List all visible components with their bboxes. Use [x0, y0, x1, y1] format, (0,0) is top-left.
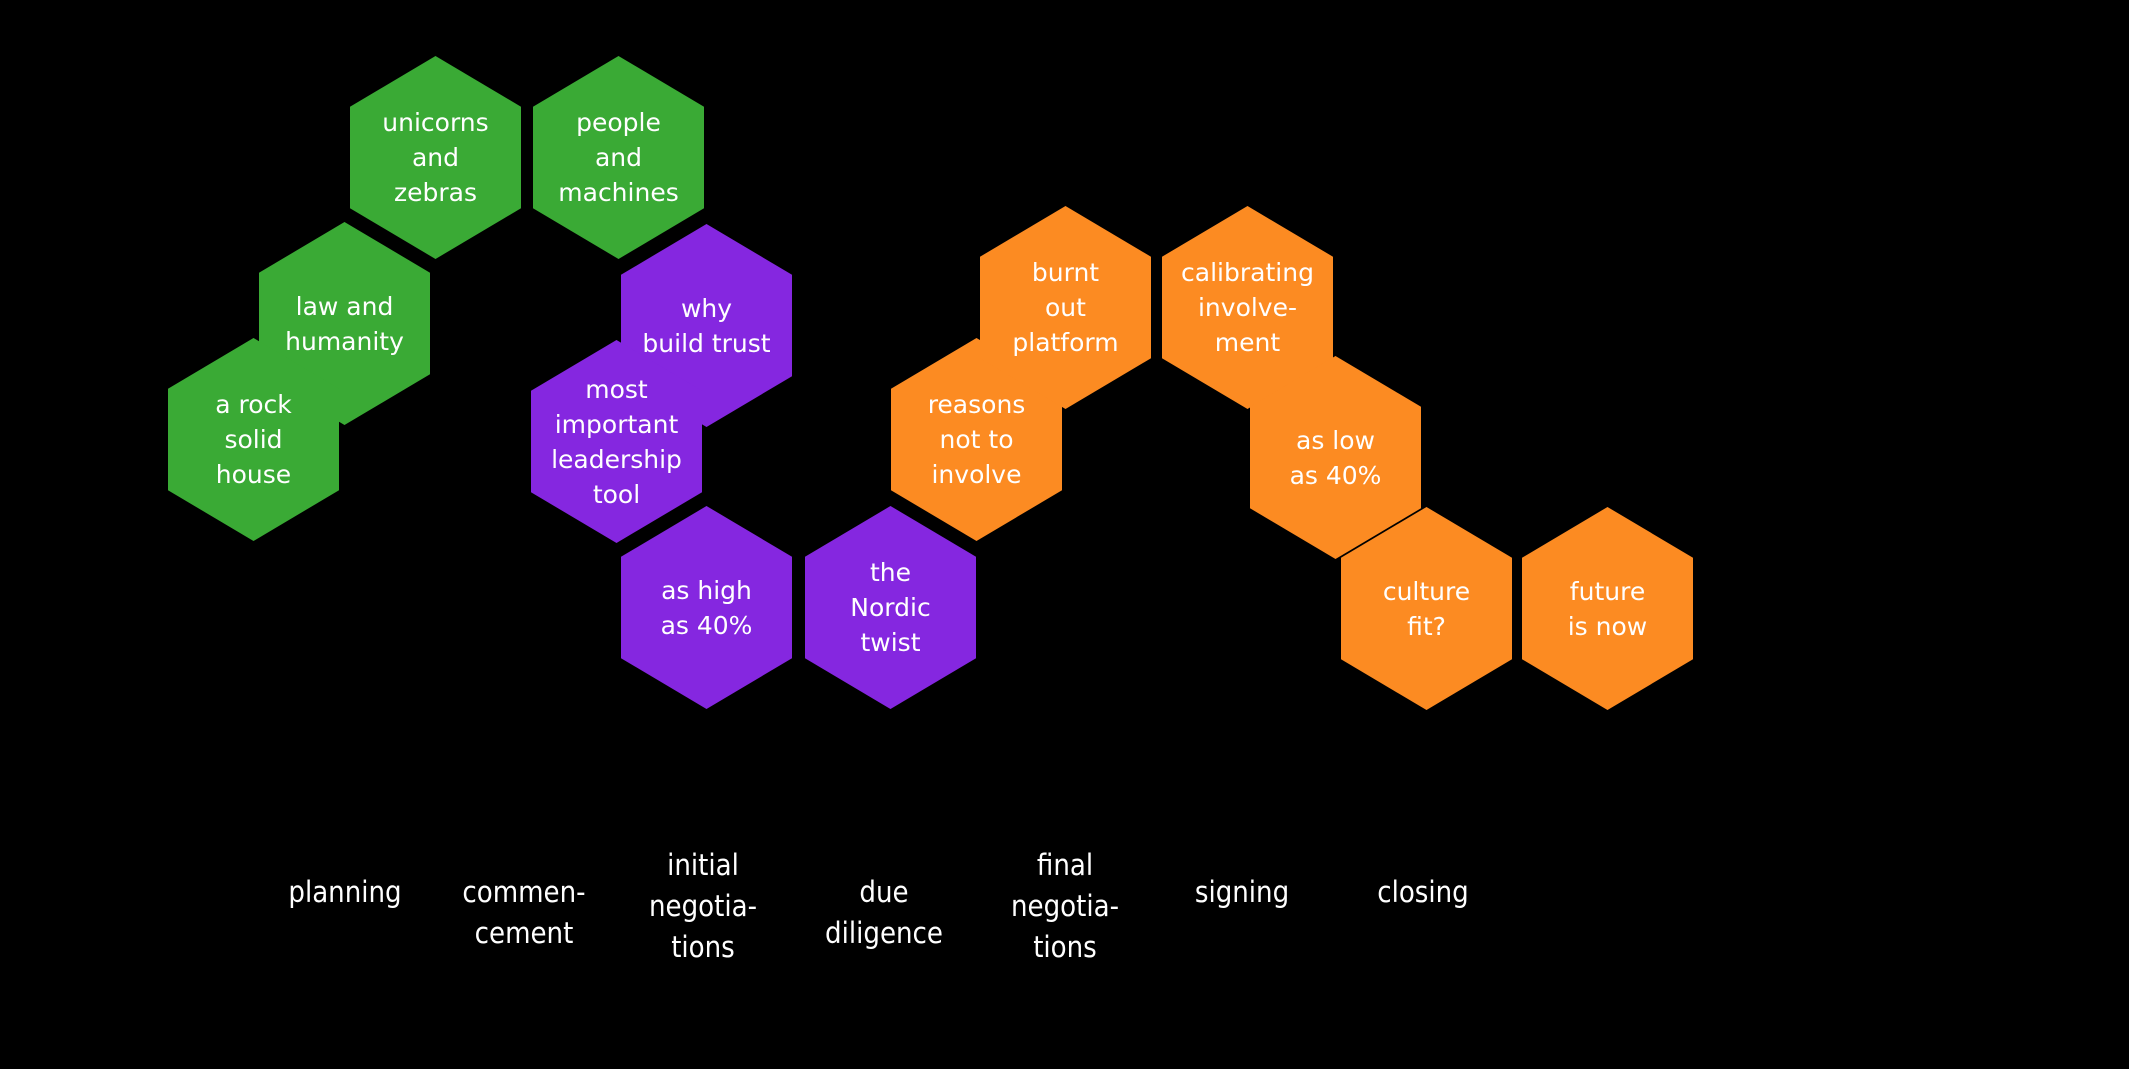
hex-label: a rock solid house	[215, 390, 292, 489]
phase-label-initial-negotiations: initial negotia- tions	[649, 848, 757, 964]
hex-label: unicorns and zebras	[382, 108, 489, 207]
hex-label: law and humanity	[285, 291, 404, 356]
hex-label: burnt out platform	[1012, 258, 1119, 357]
hex-label: people and machines	[558, 108, 679, 207]
hex-label: why build trust	[642, 293, 771, 358]
phase-label-signing: signing	[1194, 875, 1290, 909]
hex-label: as high as 40%	[660, 575, 753, 640]
hex-label: future is now	[1567, 576, 1648, 641]
phase-label-due-diligence: due diligence	[825, 875, 943, 950]
hex-the-nordic-twist[interactable]: the Nordic twist	[805, 506, 976, 709]
hex-label: as low as 40%	[1289, 425, 1382, 490]
hex-unicorns-and-zebras[interactable]: unicorns and zebras	[350, 56, 521, 259]
phase-label-planning: planning	[288, 875, 402, 909]
hex-label: most important leadership tool	[551, 374, 682, 509]
hex-future-is-now[interactable]: future is now	[1522, 507, 1693, 710]
hex-label: reasons not to involve	[927, 390, 1026, 489]
hex-label: culture fit?	[1382, 576, 1471, 641]
hex-as-high-as-40[interactable]: as high as 40%	[621, 506, 792, 709]
hex-label: the Nordic twist	[850, 558, 931, 657]
hex-people-and-machines[interactable]: people and machines	[533, 56, 704, 259]
hex-most-important-leadership-tool[interactable]: most important leadership tool	[531, 340, 702, 543]
phase-label-closing: closing	[1377, 875, 1469, 909]
hex-label: calibrating involve- ment	[1181, 258, 1314, 357]
phase-label-commencement: commen- cement	[462, 875, 586, 950]
phase-label-final-negotiations: final negotia- tions	[1011, 848, 1119, 964]
hex-a-rock-solid-house[interactable]: a rock solid house	[168, 338, 339, 541]
